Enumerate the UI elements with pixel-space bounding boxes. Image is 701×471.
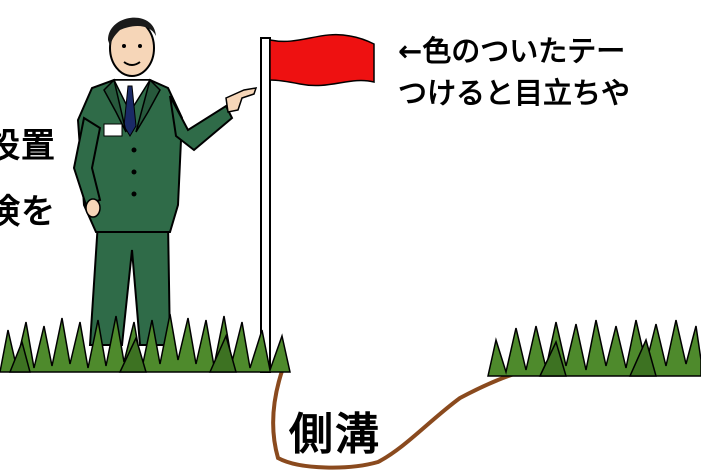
left-text-line-1: 設置: [0, 126, 56, 166]
note-line-2: つけると目立ちや: [398, 76, 631, 110]
grass-right: [487, 319, 701, 377]
left-text-line-2: 険を: [0, 192, 56, 232]
ditch-outline: [271, 366, 522, 470]
flag: [260, 33, 375, 373]
note-line-1: ←色のついたテー: [398, 34, 626, 68]
ditch-label: 側溝: [289, 409, 381, 460]
grass-left: [0, 313, 291, 373]
man-figure: [72, 17, 258, 346]
